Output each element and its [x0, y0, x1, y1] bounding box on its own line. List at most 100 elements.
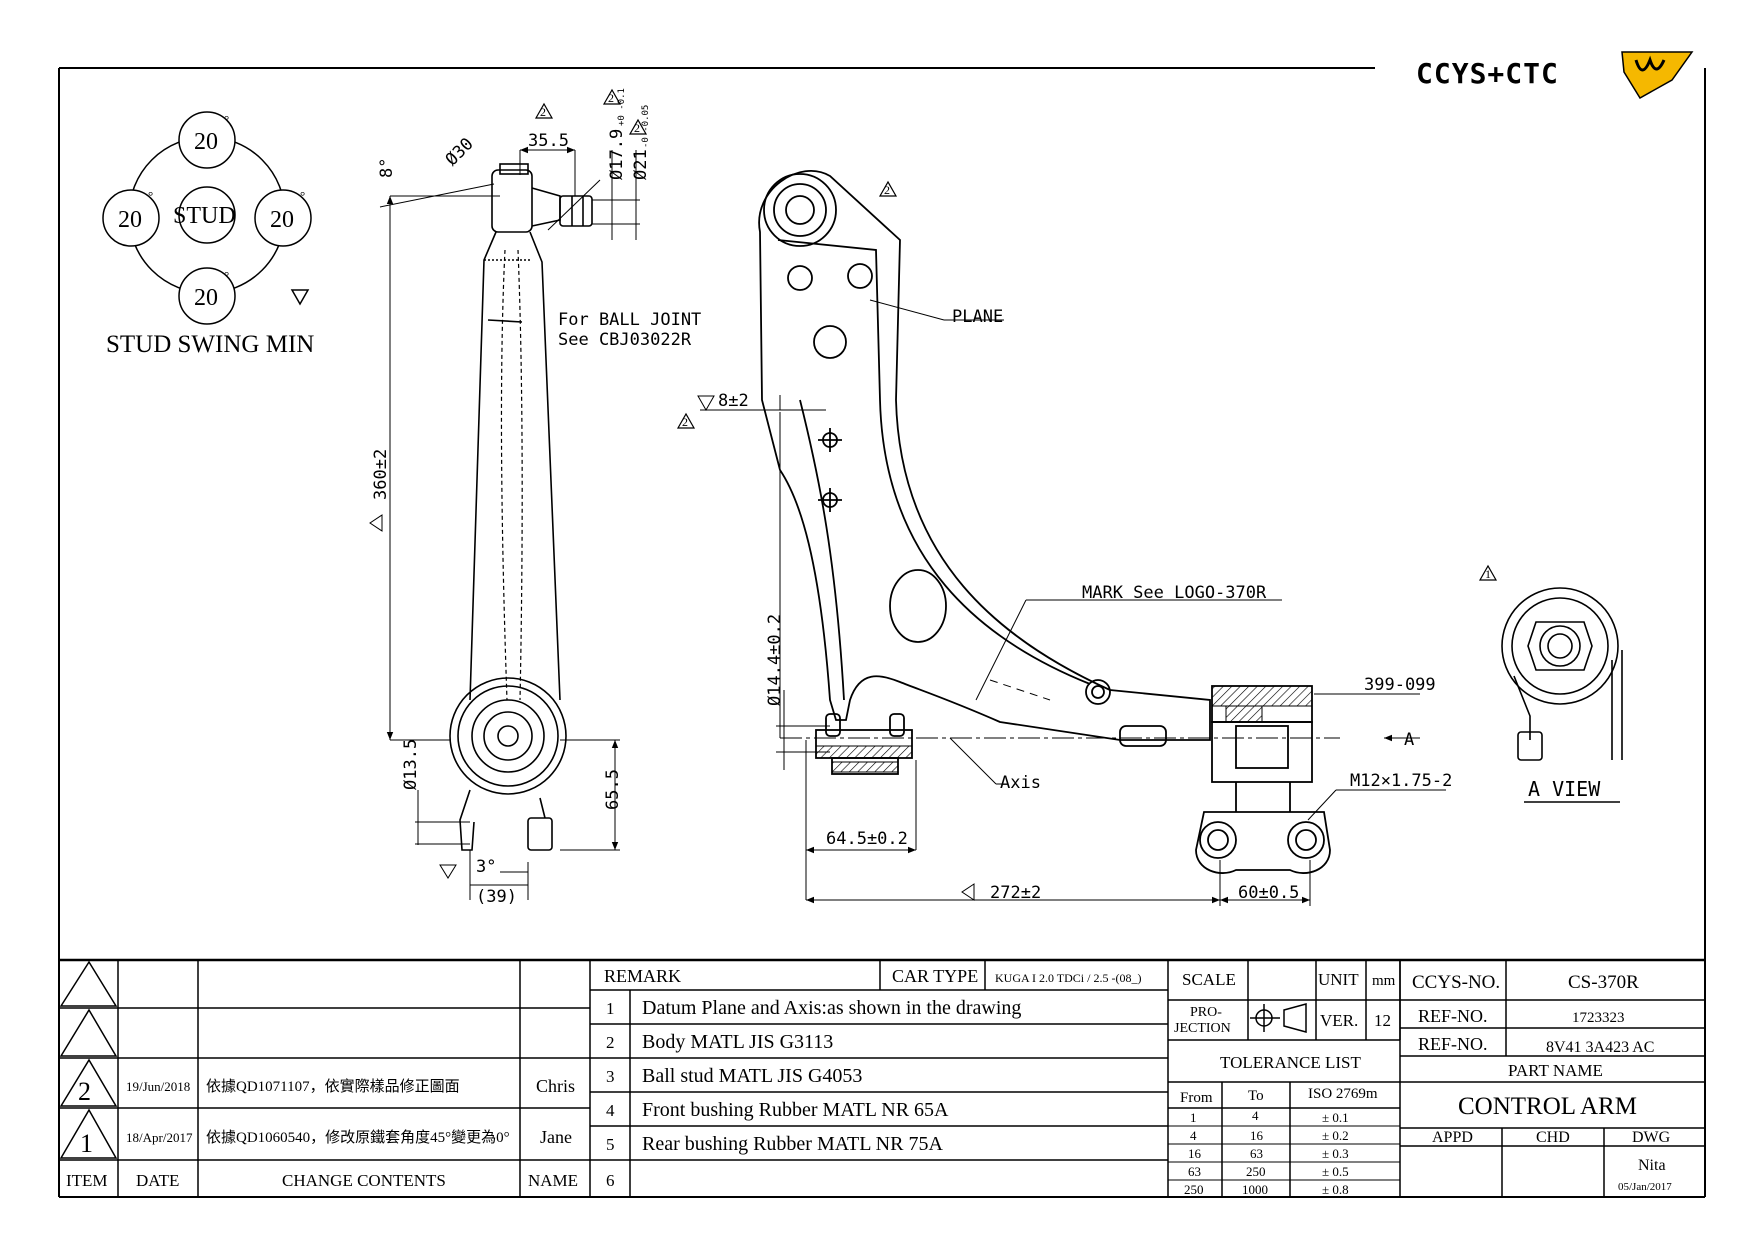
remark-text-3: Ball stud MATL JIS G4053	[642, 1065, 862, 1087]
dim-dia17-9: Ø17.9	[607, 129, 627, 180]
change-date-1: 18/Apr/2017	[126, 1130, 193, 1145]
tol-to-2: 16	[1250, 1128, 1264, 1143]
tol-header-iso: ISO 2769m	[1308, 1086, 1378, 1102]
projection-label-1: PRO-	[1190, 1005, 1222, 1020]
dim-angle3: 3°	[476, 857, 496, 877]
tol-header-from: From	[1180, 1090, 1213, 1106]
rev-marker-c: 2	[634, 121, 640, 135]
front-view-dimensions	[697, 299, 1446, 906]
tol-to-5: 1000	[1242, 1182, 1268, 1197]
rev-marker-b: 2	[608, 91, 614, 105]
label-mark: MARK See LOGO-370R	[1082, 583, 1267, 603]
dim-35-5: 35.5	[528, 131, 569, 151]
tol-from-5: 250	[1184, 1182, 1204, 1197]
swing-top: 20	[194, 129, 218, 155]
rev-marker-a: 2	[540, 105, 546, 119]
dim-dia13-5: Ø13.5	[401, 739, 421, 790]
tol-value-4: ± 0.5	[1322, 1164, 1349, 1179]
swing-right: 20	[270, 207, 294, 233]
ref-no-label-1: REF-NO.	[1418, 1006, 1488, 1026]
tol-header-to: To	[1248, 1088, 1264, 1104]
dim-dia17-9-tol: +0 -0.1	[617, 88, 627, 126]
ref-no-value-1: 1723323	[1572, 1010, 1625, 1026]
appd-label: APPD	[1432, 1129, 1473, 1146]
tol-from-2: 4	[1190, 1128, 1197, 1143]
revision-markers-side	[534, 88, 1498, 581]
remark-n-1: 1	[606, 999, 615, 1018]
dim-39: (39)	[476, 887, 517, 907]
side-view-dimensions	[369, 146, 640, 900]
stud-swing-diagram	[102, 111, 312, 325]
drawer-name: Nita	[1638, 1157, 1666, 1174]
unit-label: UNIT	[1318, 970, 1359, 989]
chd-label: CHD	[1536, 1129, 1570, 1146]
header-item: ITEM	[66, 1171, 108, 1190]
change-name-2: Chris	[536, 1076, 575, 1096]
header-date: DATE	[136, 1171, 179, 1190]
change-contents-1: 依據QD1060540，修改原鐵套角度45°變更為0°	[206, 1128, 510, 1146]
scale-label: SCALE	[1182, 970, 1236, 989]
arrow-a-label: A	[1404, 730, 1414, 750]
drawing-date: 05/Jan/2017	[1618, 1181, 1672, 1193]
rev-marker-f: 1	[1485, 567, 1491, 581]
remark-text-2: Body MATL JIS G3113	[642, 1031, 833, 1053]
ver-label: VER.	[1320, 1011, 1358, 1030]
dwg-label: DWG	[1632, 1129, 1671, 1146]
ver-value: 12	[1374, 1011, 1391, 1030]
remark-n-6: 6	[606, 1171, 615, 1190]
stud-label: STUD	[173, 203, 236, 229]
front-view-hatching	[815, 685, 1313, 773]
dim-dia30: Ø30	[442, 134, 478, 170]
unit-value: mm	[1372, 973, 1396, 989]
ccys-no-value: CS-370R	[1568, 972, 1639, 993]
tol-to-3: 63	[1250, 1146, 1263, 1161]
dim-8-2: 8±2	[718, 391, 749, 411]
rev-marker-d: 2	[682, 415, 688, 429]
change-item-1: 1	[80, 1129, 93, 1158]
swing-caption: STUD SWING MIN	[106, 331, 314, 358]
dim-65-5: 65.5	[603, 769, 623, 810]
label-399-099: 399-099	[1364, 675, 1436, 695]
change-item-2: 2	[78, 1077, 91, 1106]
rev-marker-e: 2	[884, 183, 890, 197]
ref-no-value-2: 8V41 3A423 AC	[1546, 1039, 1654, 1056]
car-type-value: KUGA I 2.0 TDCi / 2.5 -(08_)	[995, 971, 1141, 985]
header-change-contents: CHANGE CONTENTS	[282, 1171, 446, 1190]
part-name-label: PART NAME	[1508, 1061, 1603, 1080]
swing-right-deg: °	[300, 188, 305, 203]
swing-bottom: 20	[194, 285, 218, 311]
dim-60: 60±0.5	[1238, 883, 1299, 903]
swing-bottom-deg: °	[224, 268, 229, 283]
ref-no-label-2: REF-NO.	[1418, 1034, 1488, 1054]
a-view-drawing	[1501, 587, 1623, 803]
a-view-label: A VIEW	[1528, 777, 1601, 801]
car-type-label: CAR TYPE	[892, 966, 978, 986]
tol-value-2: ± 0.2	[1322, 1128, 1349, 1143]
remark-n-2: 2	[606, 1033, 615, 1052]
tol-from-4: 63	[1188, 1164, 1201, 1179]
change-date-2: 19/Jun/2018	[126, 1079, 190, 1094]
remark-title: REMARK	[604, 966, 681, 986]
dim-64-5: 64.5±0.2	[826, 829, 908, 849]
part-name-value: CONTROL ARM	[1458, 1093, 1637, 1120]
side-view-arm	[449, 163, 593, 851]
swing-top-deg: °	[224, 112, 229, 127]
label-plane: PLANE	[952, 307, 1003, 327]
dim-dia21-tol: -0 -0.05	[641, 105, 651, 148]
tol-value-3: ± 0.3	[1322, 1146, 1349, 1161]
remark-text-1: Datum Plane and Axis:as shown in the dra…	[642, 997, 1021, 1019]
dim-length: 360±2	[371, 449, 391, 500]
change-name-1: Jane	[540, 1127, 572, 1147]
dim-angle8: 8°	[377, 158, 397, 178]
logo-text: CCYS+CTC	[1416, 57, 1559, 90]
swing-left: 20	[118, 207, 142, 233]
sheet-border	[58, 67, 1706, 1198]
tol-from-3: 16	[1188, 1146, 1202, 1161]
title-block-grid	[59, 960, 1705, 1197]
label-thread: M12×1.75-2	[1350, 771, 1452, 791]
tol-value-1: ± 0.1	[1322, 1110, 1349, 1125]
dim-dia21: Ø21	[631, 149, 651, 180]
projection-label-2: JECTION	[1174, 1021, 1231, 1036]
change-contents-2: 依據QD1071107，依實際樣品修正圖面	[206, 1077, 460, 1095]
